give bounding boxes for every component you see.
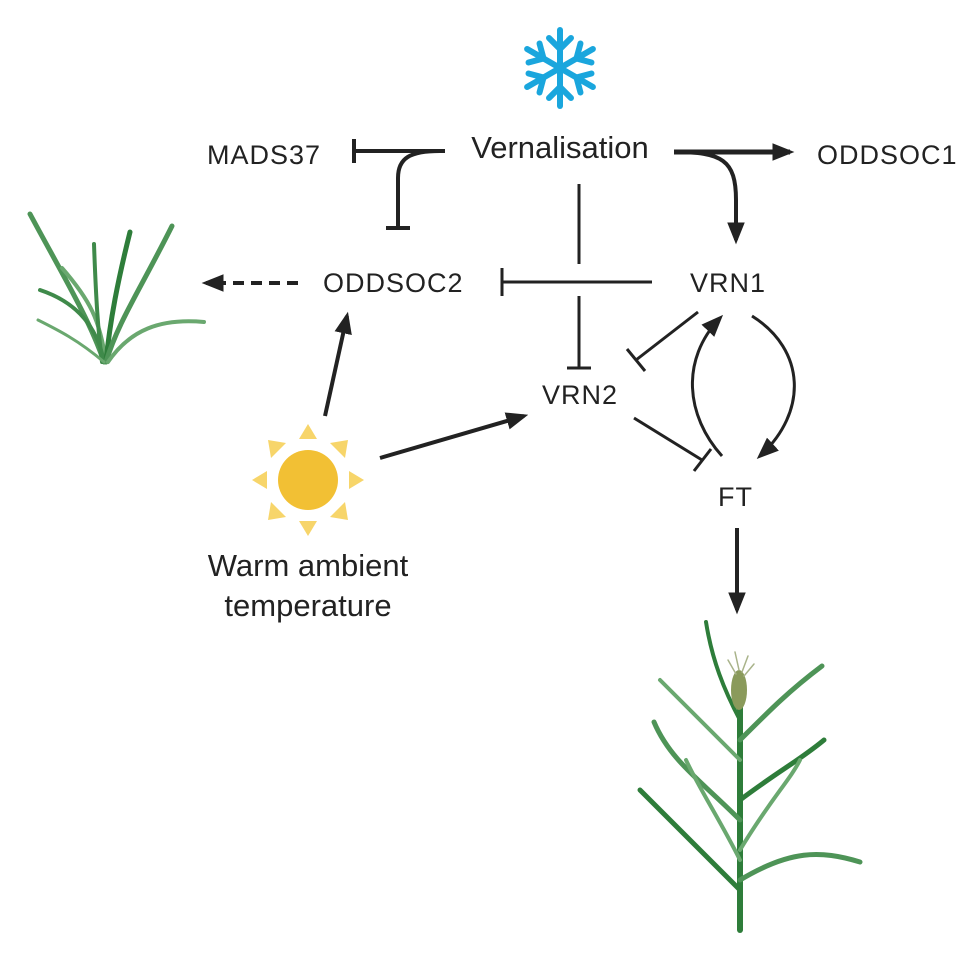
inhibit-vrn1-oddsoc2 <box>500 268 652 296</box>
activate-warm-oddsoc2 <box>323 311 352 417</box>
inhibit-vernalisation-oddsoc2 <box>386 149 441 230</box>
activate-vernalisation-vrn1 <box>673 150 745 245</box>
snowflake-icon <box>524 27 596 109</box>
sun-icon <box>252 424 364 536</box>
inhibit-vrn1-vrn2 <box>625 310 699 372</box>
flowering-cereal-icon <box>637 620 863 933</box>
label-oddsoc2: ODDSOC2 <box>323 268 464 298</box>
label-temperature: temperature <box>224 588 391 623</box>
vegetative-grass-icon <box>27 211 206 365</box>
label-oddsoc1: ODDSOC1 <box>817 140 958 170</box>
label-mads37: MADS37 <box>207 140 321 170</box>
label-vrn1: VRN1 <box>690 268 766 298</box>
label-ft: FT <box>718 482 753 512</box>
inhibit-vernalisation-vrn2 <box>567 184 591 370</box>
activate-ft-vrn1 <box>690 314 724 458</box>
label-vernalisation: Vernalisation <box>471 130 649 165</box>
label-warm-ambient: Warm ambient <box>208 548 409 583</box>
inhibit-vrn2-ft <box>633 416 713 472</box>
activate-warm-vrn2 <box>379 412 529 460</box>
label-vrn2: VRN2 <box>542 380 618 410</box>
activate-vrn1-ft <box>751 314 796 459</box>
